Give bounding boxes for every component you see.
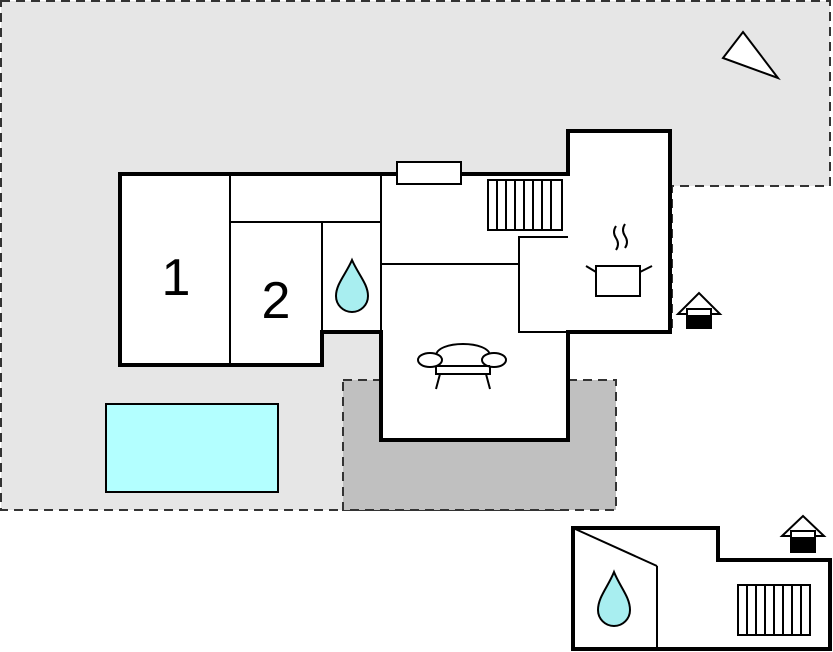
swimming-pool <box>105 403 279 493</box>
kitchen-pot-icon <box>585 223 653 297</box>
annex-walls <box>572 527 658 649</box>
bedroom-2-label: 2 <box>262 272 291 330</box>
stairs-icon <box>487 179 563 231</box>
stairs-icon <box>737 584 811 636</box>
interior-walls <box>229 174 568 365</box>
compass-arrow-icon <box>721 30 781 81</box>
sofa-icon <box>417 343 507 390</box>
bathroom-drop-icon <box>596 569 632 627</box>
bedroom-1-label: 1 <box>162 249 191 307</box>
entrance-house-icon <box>675 291 723 329</box>
bathroom-drop-icon <box>334 257 370 313</box>
entrance-house-icon <box>779 514 827 553</box>
window <box>396 161 462 185</box>
